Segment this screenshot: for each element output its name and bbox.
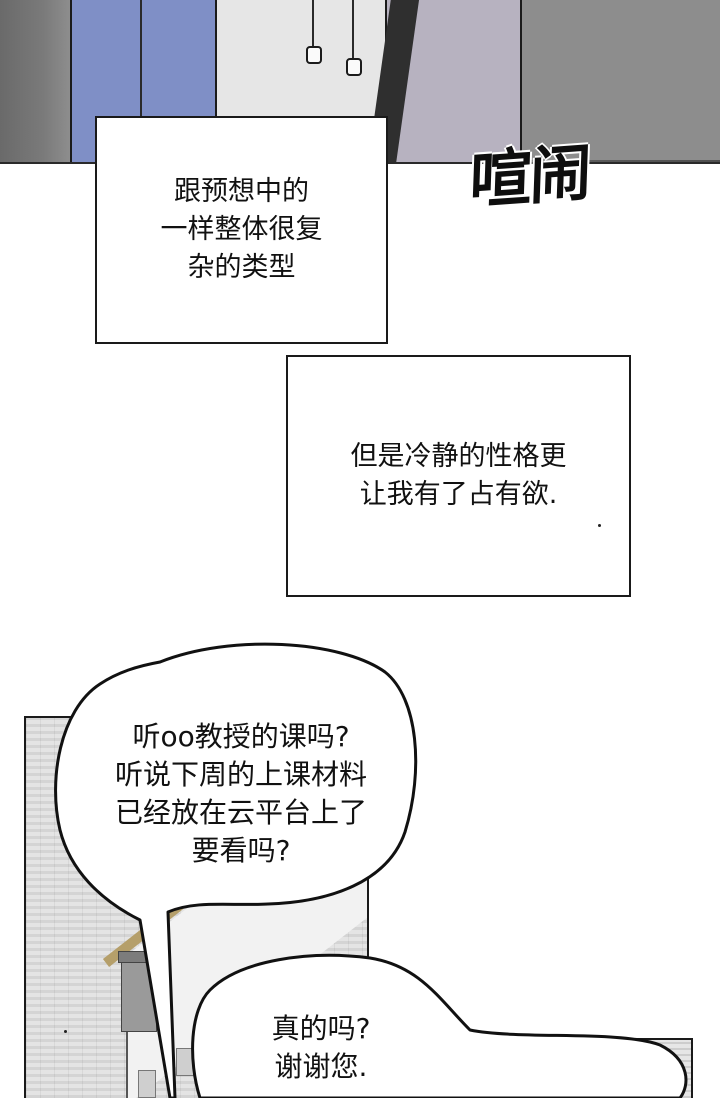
hoodie-string-left [312, 0, 314, 52]
hoodie-string-right [352, 0, 354, 64]
building-window [138, 1070, 156, 1098]
background-panel-corner [445, 1038, 693, 1098]
figure-gray-jacket [520, 0, 720, 160]
hoodie-string-tip-left [306, 46, 322, 64]
narration-text-1: 跟预想中的 一样整体很复 杂的类型 [160, 176, 323, 283]
building-window [216, 1018, 234, 1046]
building-window [176, 1048, 194, 1076]
narration-text-2: 但是冷静的性格更 让我有了占有欲. [350, 441, 567, 510]
hoodie-string-tip-right [346, 58, 362, 76]
speech-bubble-2-text: 真的吗? 谢谢您. [271, 1012, 371, 1083]
rooftop-vent-cap [118, 951, 160, 963]
narration-box-2: 但是冷静的性格更 让我有了占有欲. [286, 355, 631, 597]
speech-bubble-1-text: 听oo教授的课吗? 听说下周的上课材料 已经放在云平台上了 要看吗? [114, 720, 367, 867]
hoodie-seam [140, 0, 142, 162]
rooftop-vent [118, 951, 160, 1032]
ink-dot [598, 524, 601, 527]
ink-dot [64, 1030, 67, 1033]
narration-box-1: 跟预想中的 一样整体很复 杂的类型 [95, 116, 388, 344]
sound-effect-text: 喧闹 [468, 135, 591, 218]
